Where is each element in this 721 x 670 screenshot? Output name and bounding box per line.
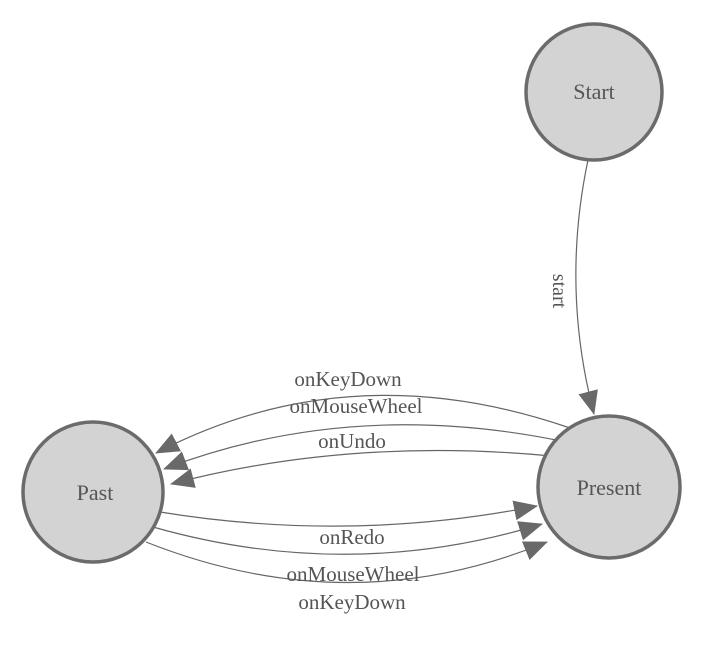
state-node-start[interactable]: Start xyxy=(524,22,664,162)
edge-label-onkeydown-bottom: onKeyDown xyxy=(298,590,406,614)
edge-label-layer: start onKeyDown onMouseWheel onUndo onRe… xyxy=(287,274,570,614)
edge-layer xyxy=(145,159,598,584)
present-node-circle[interactable] xyxy=(536,414,682,560)
edge-present-to-past-onundo[interactable] xyxy=(170,449,553,488)
edge-label-onmousewheel-top: onMouseWheel xyxy=(290,394,423,418)
past-node-circle[interactable] xyxy=(21,420,165,564)
edge-past-to-present-onredo[interactable] xyxy=(159,500,538,527)
edge-present-to-past-onmousewheel[interactable] xyxy=(163,424,562,471)
present-node-label: Present xyxy=(577,475,642,500)
edge-start-to-present[interactable] xyxy=(575,159,598,415)
edge-present-to-past-onkeydown[interactable] xyxy=(155,394,571,454)
edge-label-onmousewheel-bottom: onMouseWheel xyxy=(287,562,420,586)
edge-label-start: start xyxy=(548,274,570,309)
state-node-past[interactable]: Past xyxy=(21,420,165,564)
edge-past-to-present-onkeydown[interactable] xyxy=(145,541,548,584)
edge-past-to-present-onmousewheel[interactable] xyxy=(152,521,543,555)
state-node-present[interactable]: Present xyxy=(536,414,682,560)
edge-label-onkeydown-top: onKeyDown xyxy=(294,367,402,391)
node-layer: Start Past Present xyxy=(21,22,682,564)
start-node-label: Start xyxy=(573,79,615,104)
start-node-circle[interactable] xyxy=(524,22,664,162)
edge-label-onredo: onRedo xyxy=(319,525,384,549)
past-node-label: Past xyxy=(77,480,114,505)
edge-label-onundo: onUndo xyxy=(318,429,386,453)
